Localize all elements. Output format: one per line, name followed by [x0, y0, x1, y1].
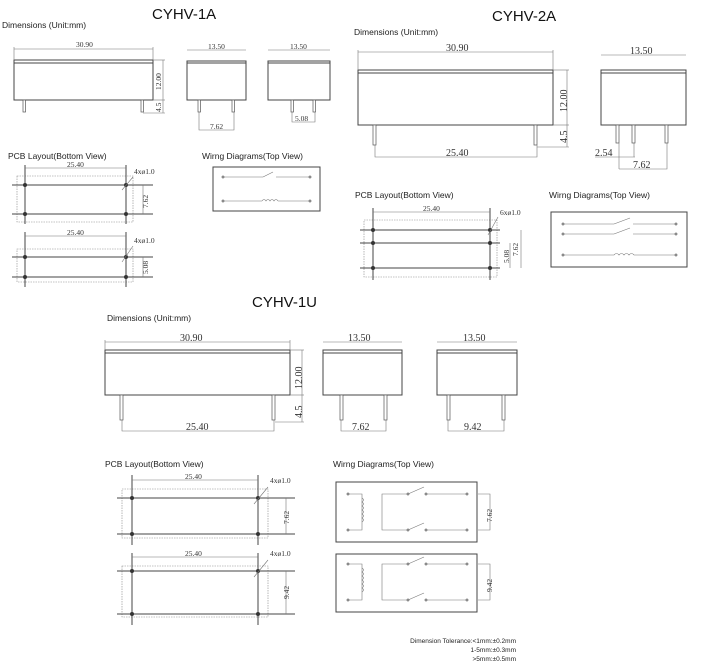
- cyhv-1a-pcb-layout-1: 25.40 4xø1.0 7.62: [12, 160, 155, 224]
- cyhv-1a-wiring-label: Wirng Diagrams(Top View): [202, 151, 303, 161]
- tolerance-line-2: 1-5mm:±0.3mm: [471, 647, 516, 654]
- pin-span-dim: 25.40: [446, 148, 469, 159]
- cyhv-2a-pcb-label: PCB Layout(Bottom View): [355, 190, 454, 200]
- cyhv-1a-pcb-label: PCB Layout(Bottom View): [8, 151, 107, 161]
- span-dim: 25.40: [185, 549, 202, 558]
- cyhv-1u-side-view-2: 13.50 9.42: [436, 333, 518, 433]
- cyhv-2a-section: CYHV-2A Dimensions (Unit:mm) 30.90 12.00…: [354, 8, 688, 280]
- pitch-dim-b: 7.62: [511, 243, 520, 256]
- cyhv-2a-wiring-diagram: [550, 211, 688, 268]
- pitch-dim: 7.62: [210, 122, 223, 131]
- height-dim: 12.00: [294, 367, 305, 390]
- tolerance-line-1: Dimension Tolerance:<1mm:±0.2mm: [410, 638, 516, 645]
- tolerance-line-3: >5mm:±0.5mm: [473, 656, 516, 663]
- hole-spec: 4xø1.0: [134, 167, 155, 176]
- pitch-dim: 7.62: [352, 422, 370, 433]
- span-dim: 25.40: [423, 204, 440, 213]
- pitch-dim: 9.42: [464, 422, 482, 433]
- cyhv-1a-pcb-layout-2: 25.40 4xø1.0 5.08: [12, 228, 155, 287]
- cyhv-2a-dimensions-label: Dimensions (Unit:mm): [354, 27, 438, 37]
- length-dim: 30.90: [76, 40, 93, 49]
- span-dim: 25.40: [67, 228, 84, 237]
- pitch-dim: 7.62: [141, 195, 150, 208]
- cyhv-1u-side-view-1: 13.50 7.62: [322, 333, 403, 433]
- pitch-dim-a: 5.08: [502, 250, 511, 263]
- width-dim: 13.50: [463, 333, 486, 344]
- cyhv-1a-wiring-diagram: [212, 166, 321, 212]
- width-dim: 13.50: [630, 46, 653, 57]
- hole-spec: 4xø1.0: [270, 476, 291, 485]
- cyhv-1u-pcb-layout-1: 25.40 4xø1.0 7.62: [117, 472, 295, 545]
- cyhv-1a-front-view: 30.90 12.00 4.5: [13, 40, 165, 114]
- pitch-dim: 7.62: [282, 511, 291, 524]
- cyhv-2a-title: CYHV-2A: [492, 8, 556, 25]
- pitch-dim: 5.08: [141, 261, 150, 274]
- hole-spec: 4xø1.0: [270, 549, 291, 558]
- pin-length-dim: 4.5: [294, 406, 305, 419]
- height-dim: 12.00: [559, 90, 570, 113]
- hole-spec: 4xø1.0: [134, 236, 155, 245]
- cyhv-2a-side-view: 13.50 2.54 7.62: [595, 46, 687, 171]
- cyhv-1u-wiring-diagram-1: 7.62: [335, 481, 494, 543]
- cyhv-1a-section: CYHV-1A Dimensions (Unit:mm) 30.90 12.00…: [2, 6, 331, 287]
- pitch-dim: 7.62: [485, 509, 494, 522]
- pitch-dim-b: 7.62: [633, 160, 651, 171]
- cyhv-2a-wiring-label: Wirng Diagrams(Top View): [549, 190, 650, 200]
- width-dim: 13.50: [290, 42, 307, 51]
- cyhv-1a-title: CYHV-1A: [152, 6, 216, 23]
- cyhv-1u-dimensions-label: Dimensions (Unit:mm): [107, 313, 191, 323]
- pin-span-dim: 25.40: [186, 422, 209, 433]
- cyhv-1u-pcb-layout-2: 25.40 4xø1.0 9.42: [117, 549, 295, 625]
- cyhv-1a-side-view-2: 13.50 5.08: [267, 42, 331, 123]
- cyhv-1u-pcb-label: PCB Layout(Bottom View): [105, 459, 204, 469]
- height-dim: 12.00: [154, 73, 163, 90]
- pitch-dim: 9.42: [282, 586, 291, 599]
- pin-length-dim: 4.5: [154, 102, 163, 112]
- span-dim: 25.40: [67, 160, 84, 169]
- length-dim: 30.90: [180, 333, 203, 344]
- cyhv-1u-title: CYHV-1U: [252, 294, 317, 311]
- width-dim: 13.50: [348, 333, 371, 344]
- cyhv-1u-front-view: 30.90 12.00 4.5 25.40: [104, 333, 305, 433]
- span-dim: 25.40: [185, 472, 202, 481]
- width-dim: 13.50: [208, 42, 225, 51]
- pitch-dim-a: 2.54: [595, 148, 613, 159]
- cyhv-1u-wiring-label: Wirng Diagrams(Top View): [333, 459, 434, 469]
- pitch-dim: 5.08: [295, 114, 308, 123]
- pitch-dim: 9.42: [485, 579, 494, 592]
- length-dim: 30.90: [446, 43, 469, 54]
- cyhv-1a-side-view-1: 13.50 7.62: [186, 42, 247, 131]
- cyhv-2a-front-view: 30.90 12.00 4.5 25.40: [357, 43, 570, 159]
- cyhv-1a-dimensions-label: Dimensions (Unit:mm): [2, 20, 86, 30]
- cyhv-1u-section: CYHV-1U Dimensions (Unit:mm) 30.90 12.00…: [104, 294, 518, 625]
- dimension-tolerance-note: Dimension Tolerance:<1mm:±0.2mm 1-5mm:±0…: [410, 638, 516, 663]
- cyhv-1u-wiring-diagram-2: 9.42: [335, 553, 494, 613]
- hole-spec: 6xø1.0: [500, 208, 521, 217]
- cyhv-2a-pcb-layout: 25.40 6xø1.0 5.08 7.62: [360, 204, 522, 280]
- pin-length-dim: 4.5: [559, 131, 570, 144]
